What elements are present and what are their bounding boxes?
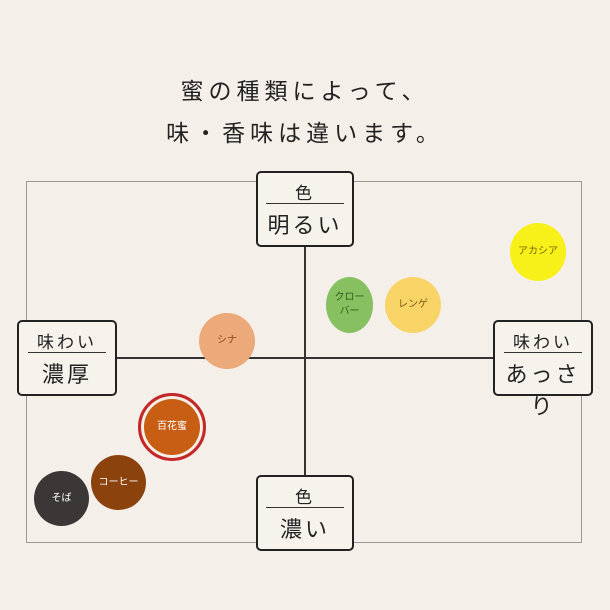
- axis-label-large: 濃い: [279, 518, 330, 543]
- axis-label-color-dark: 色 濃い: [256, 475, 354, 551]
- axis-label-large: 明るい: [267, 214, 343, 239]
- honey-renge: レンゲ: [385, 277, 441, 333]
- axis-label-large: あっさり: [505, 363, 581, 420]
- axis-label-small: 色: [295, 488, 315, 508]
- axis-label-taste-rich: 味わい 濃厚: [17, 320, 117, 396]
- honey-clover: クローバー: [326, 277, 373, 333]
- color-axis: [304, 230, 306, 490]
- axis-label-taste-light: 味わい あっさり: [493, 320, 593, 420]
- title-line-2: 味・香味は違います。: [166, 121, 444, 147]
- axis-label-small: 味わい: [513, 333, 573, 353]
- taste-axis: [100, 357, 520, 359]
- axis-label-small: 味わい: [37, 333, 97, 353]
- honey-soba: そば: [34, 471, 89, 526]
- honey-hyakka: 百花蜜: [138, 393, 206, 461]
- honey-coffee: コーヒー: [91, 455, 146, 510]
- axis-label-small: 色: [295, 184, 315, 204]
- honey-shina: シナ: [199, 313, 255, 369]
- honey-acacia: アカシア: [510, 223, 566, 281]
- axis-label-color-light: 色 明るい: [256, 171, 354, 247]
- axis-label-large: 濃厚: [41, 363, 92, 388]
- title-line-1: 蜜の種類によって、: [180, 79, 430, 105]
